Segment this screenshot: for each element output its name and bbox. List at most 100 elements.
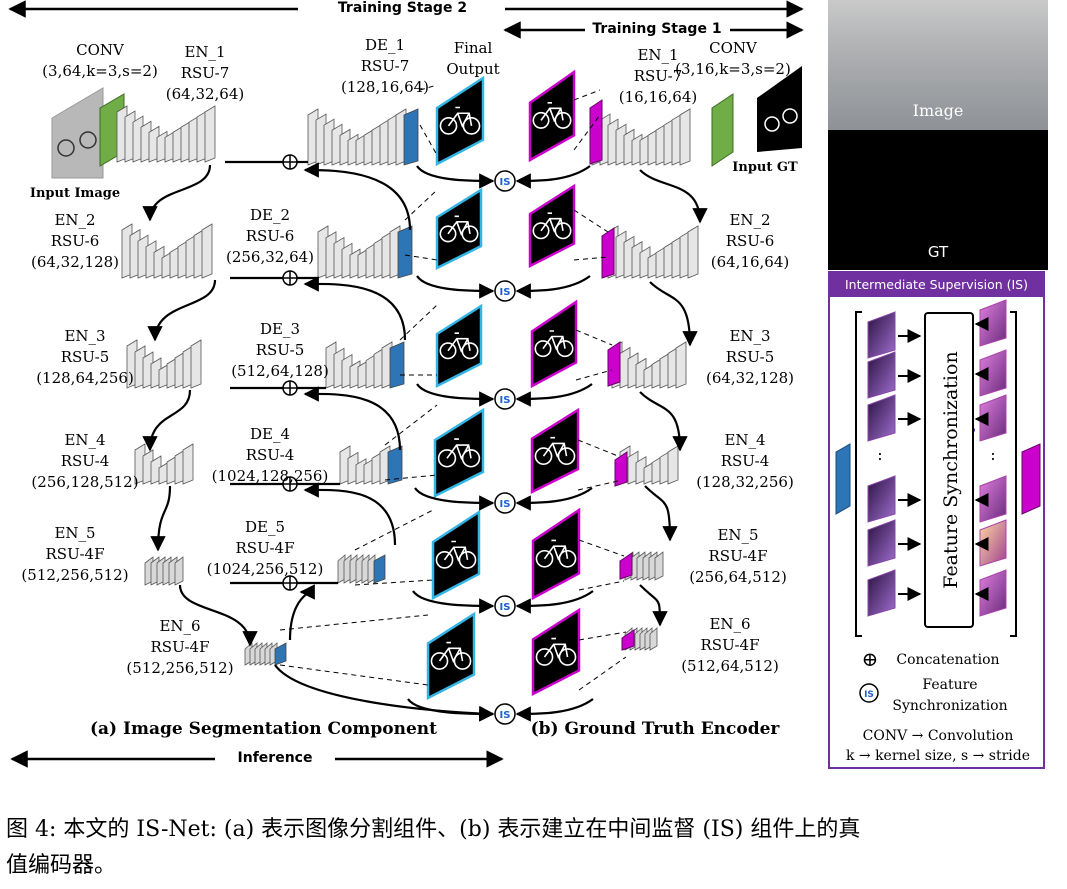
gt-proj-a-2 (573, 209, 609, 233)
side-image-label: Image (912, 101, 964, 120)
gt-head-5 (619, 552, 633, 580)
seg-output-3 (435, 303, 483, 389)
gt-output-5 (531, 507, 581, 601)
training-stage-2-label: Training Stage 2 (337, 0, 468, 16)
gt-to-is-1 (515, 165, 591, 189)
gt-proj-a-1 (573, 89, 601, 101)
seg-proj-a-1 (419, 84, 438, 91)
seg-output-1 (435, 75, 485, 167)
is-node-5: IS (494, 595, 516, 617)
seg-encoder-5-block (144, 556, 184, 586)
side-gt-mask (828, 130, 1048, 270)
gt-proj-a-6 (578, 631, 627, 641)
is-node-3: IS (494, 388, 516, 410)
seg-output-6 (426, 611, 476, 701)
input-gt-label: Input GT (732, 160, 798, 175)
seg-to-is-4 (414, 487, 495, 511)
seg-decoder-3-block (325, 341, 405, 389)
gt-to-is-5 (515, 590, 594, 614)
svg-text:IS: IS (500, 710, 511, 721)
gt-to-is-3 (515, 383, 593, 407)
seg-encoder-4-block (134, 443, 194, 485)
seg-down-arrow-4 (150, 485, 172, 552)
gt-down-arrow-3 (639, 391, 688, 452)
seg-decoder-2-block (317, 225, 413, 279)
seg-conv-label: CONV(3,64,k=3,s=2) (42, 41, 158, 80)
svg-text:IS: IS (500, 499, 511, 510)
is-node-6: IS (494, 703, 516, 725)
side-gt-label: GT (927, 243, 949, 261)
gt-head-1 (589, 99, 603, 165)
gt-encoder-1-block (591, 108, 691, 166)
seg-to-is-1 (416, 165, 495, 189)
seg-output-2 (435, 187, 483, 271)
seg-up-arrow-4 (303, 482, 397, 546)
svg-text:IS: IS (500, 395, 511, 406)
seg-proj-a-2 (404, 189, 438, 221)
gt-output-2 (528, 183, 576, 269)
gt-proj-a-3 (575, 329, 613, 346)
seg-proj-a-6 (279, 614, 429, 631)
gt-head-4 (614, 451, 628, 487)
gt-down-arrow-1 (639, 169, 708, 224)
side-image-photo (828, 0, 1048, 130)
gt-output-1 (528, 69, 576, 163)
legend-kernel: k → kernel size, s → stride (845, 748, 1031, 764)
gt-encoder-4-block (619, 445, 679, 485)
feature-sync-label: Feature Synchronization (940, 351, 962, 589)
gt-output-3 (530, 299, 578, 389)
seg-up-arrow-3 (303, 386, 402, 451)
is-node-4: IS (494, 492, 516, 514)
en6-to-is (274, 664, 495, 722)
seg-to-is-3 (416, 383, 495, 407)
concat-node-1 (282, 154, 298, 170)
gt-down-arrow-2 (649, 281, 698, 347)
gt-proj-a-4 (577, 439, 619, 457)
gt-proj-b-6 (578, 656, 627, 691)
figure-caption: 图 4: 本文的 IS-Net: (a) 表示图像分割组件、(b) 表示建立在中… (6, 817, 861, 878)
seg-down-arrow-1 (142, 164, 212, 222)
svg-text:IS: IS (500, 177, 511, 188)
gt-output-4 (530, 407, 580, 495)
seg-output-5 (431, 509, 481, 601)
feature-sync-box: Feature Synchronization (924, 312, 974, 628)
gt-proj-b-5 (578, 580, 625, 591)
gt-proj-b-1 (573, 114, 601, 151)
seg-to-is-5 (412, 590, 495, 614)
concat-node-5 (282, 575, 298, 591)
training-stage-1-label: Training Stage 1 (592, 21, 722, 37)
input-image-label: Input Image (29, 186, 121, 201)
legend-conv: CONV → Convolution (862, 728, 1014, 744)
inference-label: Inference (237, 750, 313, 766)
concat-node-4 (282, 476, 298, 492)
seg-decoder-1-block (307, 108, 419, 166)
is-node-1: IS (494, 170, 516, 192)
gt-to-is-4 (515, 487, 593, 511)
seg-down-arrow-5 (178, 584, 258, 647)
gt-conv-block (711, 93, 734, 167)
seg-proj-b-5 (354, 579, 434, 586)
svg-text:IS: IS (500, 602, 511, 613)
legend-concat-label: Concatenation (896, 652, 1000, 668)
seg-up-arrow-5 (288, 584, 315, 641)
is-panel-title: Intermediate Supervision (IS) (830, 273, 1043, 297)
is-node-2: IS (494, 280, 516, 302)
seg-up-arrow-2 (303, 276, 407, 341)
input-image-thumbnail (51, 87, 104, 179)
seg-proj-b-6 (279, 664, 429, 686)
gt-head-6 (621, 629, 635, 651)
